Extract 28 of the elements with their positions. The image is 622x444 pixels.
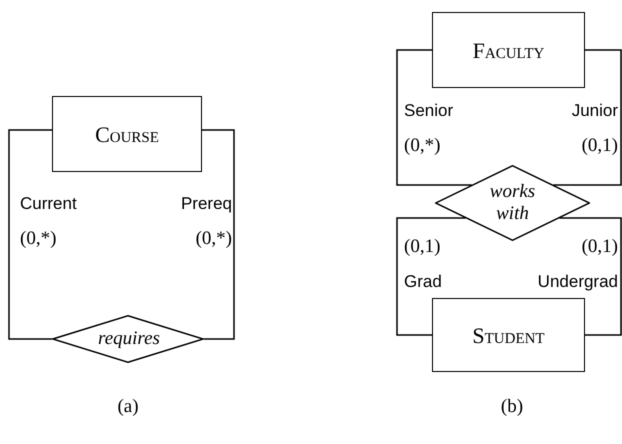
cardinality-label: (0,*) — [404, 135, 440, 157]
role-name: Grad — [404, 271, 442, 293]
connector-line — [202, 129, 235, 340]
connector-line — [396, 49, 472, 186]
connector-line — [553, 49, 622, 186]
entity-box — [52, 96, 202, 172]
role-name: Prereq — [180, 193, 232, 215]
role-name: Current — [20, 193, 77, 215]
cardinality-label: (0,1) — [404, 236, 440, 258]
cardinality-label: (0,*) — [20, 228, 56, 250]
connector-line — [8, 129, 52, 340]
cardinality-label: (0,*) — [196, 228, 232, 250]
cardinality-label: (0,1) — [582, 135, 618, 157]
entity-name: Student — [472, 322, 545, 350]
cardinality-label: (0,1) — [582, 236, 618, 258]
entity-box — [432, 12, 585, 88]
subfigure-label: (b) — [500, 396, 524, 418]
relationship-name: requires — [98, 328, 158, 350]
connector-line — [559, 217, 622, 336]
role-name: Junior — [572, 100, 618, 122]
connector-line — [396, 217, 466, 336]
relationship-name: works with — [488, 181, 536, 225]
subfigure-label: (a) — [117, 396, 139, 418]
entity-name: Course — [95, 120, 159, 148]
entity-box — [432, 298, 585, 372]
role-name: Undergrad — [538, 271, 618, 293]
role-name: Senior — [404, 100, 454, 122]
entity-name: Faculty — [472, 36, 544, 64]
